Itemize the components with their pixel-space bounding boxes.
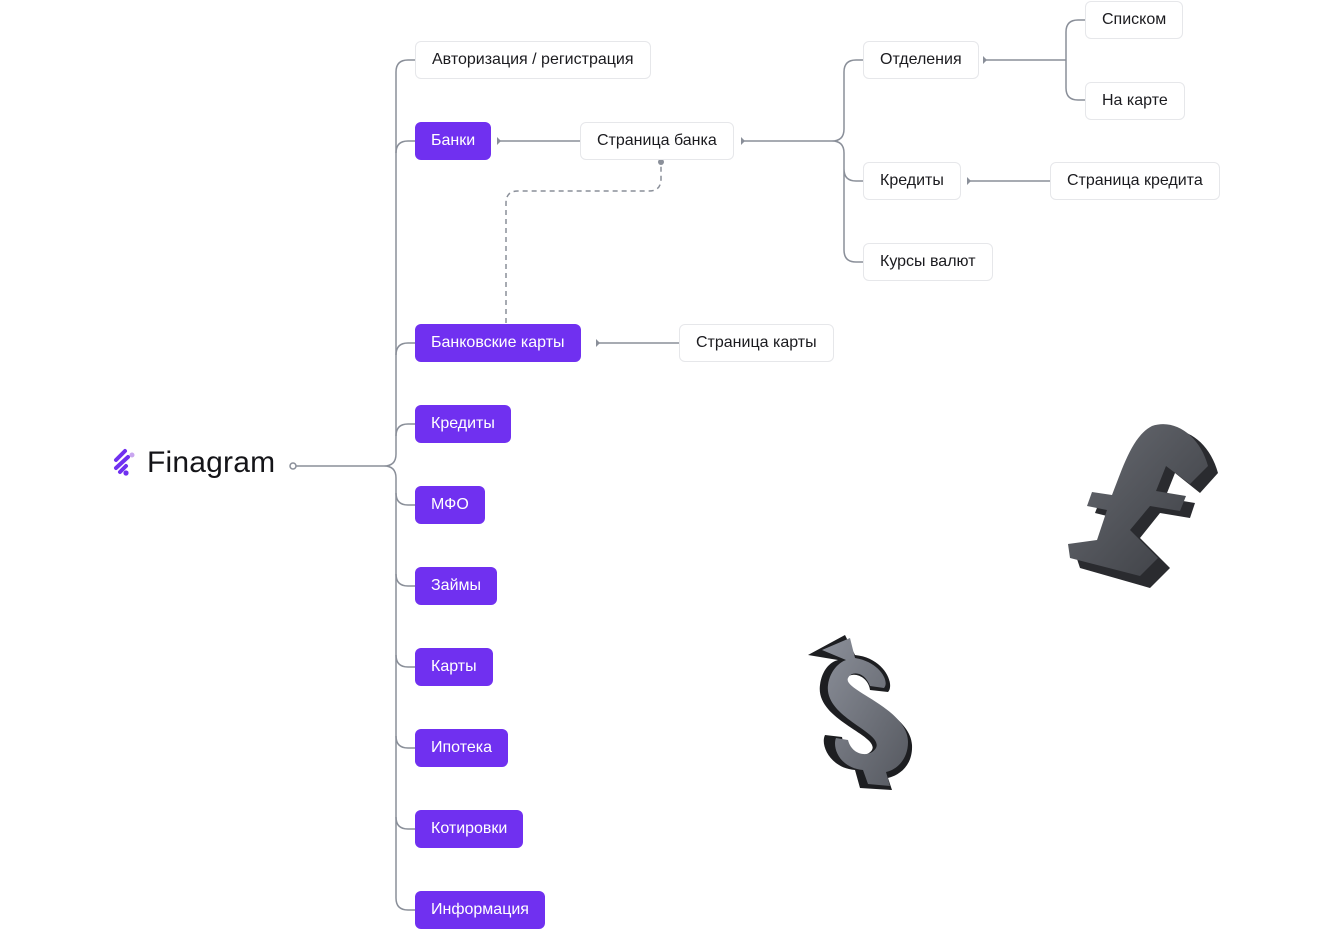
finagram-logo: Finagram xyxy=(112,446,275,480)
node-branches[interactable]: Отделения xyxy=(863,41,979,79)
node-bank-credits[interactable]: Кредиты xyxy=(863,162,961,200)
connector-cards xyxy=(395,654,416,668)
brand-name: Finagram xyxy=(147,446,276,479)
root-port xyxy=(289,462,297,470)
node-card-page[interactable]: Страница карты xyxy=(679,324,834,362)
node-credits[interactable]: Кредиты xyxy=(415,405,511,443)
connector-loans xyxy=(395,573,416,587)
connector-root xyxy=(296,453,397,479)
port-bankcards xyxy=(596,339,600,347)
dollar-sign-3d-icon xyxy=(808,635,913,790)
port-banks xyxy=(497,137,501,145)
connector-mortgage xyxy=(395,735,416,749)
port-credits xyxy=(967,177,971,185)
connector-branches-sub xyxy=(984,19,1086,101)
dashed-link xyxy=(505,161,662,323)
node-mortgage[interactable]: Ипотека xyxy=(415,729,509,767)
connector-trunk xyxy=(395,59,416,454)
pound-sign-3d-icon xyxy=(1068,424,1218,588)
node-loans[interactable]: Займы xyxy=(415,567,497,605)
node-cards[interactable]: Карты xyxy=(415,648,493,686)
connector-credits xyxy=(395,423,416,437)
connector-mfo xyxy=(395,492,416,506)
connector-bank-cards xyxy=(395,342,416,356)
node-info[interactable]: Информация xyxy=(415,891,545,929)
node-auth[interactable]: Авторизация / регистрация xyxy=(415,41,651,79)
node-credit-page[interactable]: Страница кредита xyxy=(1050,162,1220,200)
node-branches-map[interactable]: На карте xyxy=(1085,82,1185,120)
node-mfo[interactable]: МФО xyxy=(415,486,485,524)
port-branches xyxy=(983,56,987,64)
node-branches-list[interactable]: Списком xyxy=(1085,1,1184,39)
port-bankpage xyxy=(741,137,745,145)
node-quotes[interactable]: Котировки xyxy=(415,810,524,848)
node-banks[interactable]: Банки xyxy=(415,122,492,160)
connector-trunk-lower xyxy=(395,478,416,911)
connector-banks xyxy=(395,140,416,154)
finagram-logo-icon xyxy=(114,449,135,476)
node-bank-cards[interactable]: Банковские карты xyxy=(415,324,581,362)
connector-quotes xyxy=(395,816,416,830)
port-bankpage-bottom xyxy=(658,159,664,165)
node-exchange-rates[interactable]: Курсы валют xyxy=(863,243,993,281)
connector-bankpage-sub xyxy=(742,59,864,263)
node-bank-page[interactable]: Страница банка xyxy=(580,122,734,160)
